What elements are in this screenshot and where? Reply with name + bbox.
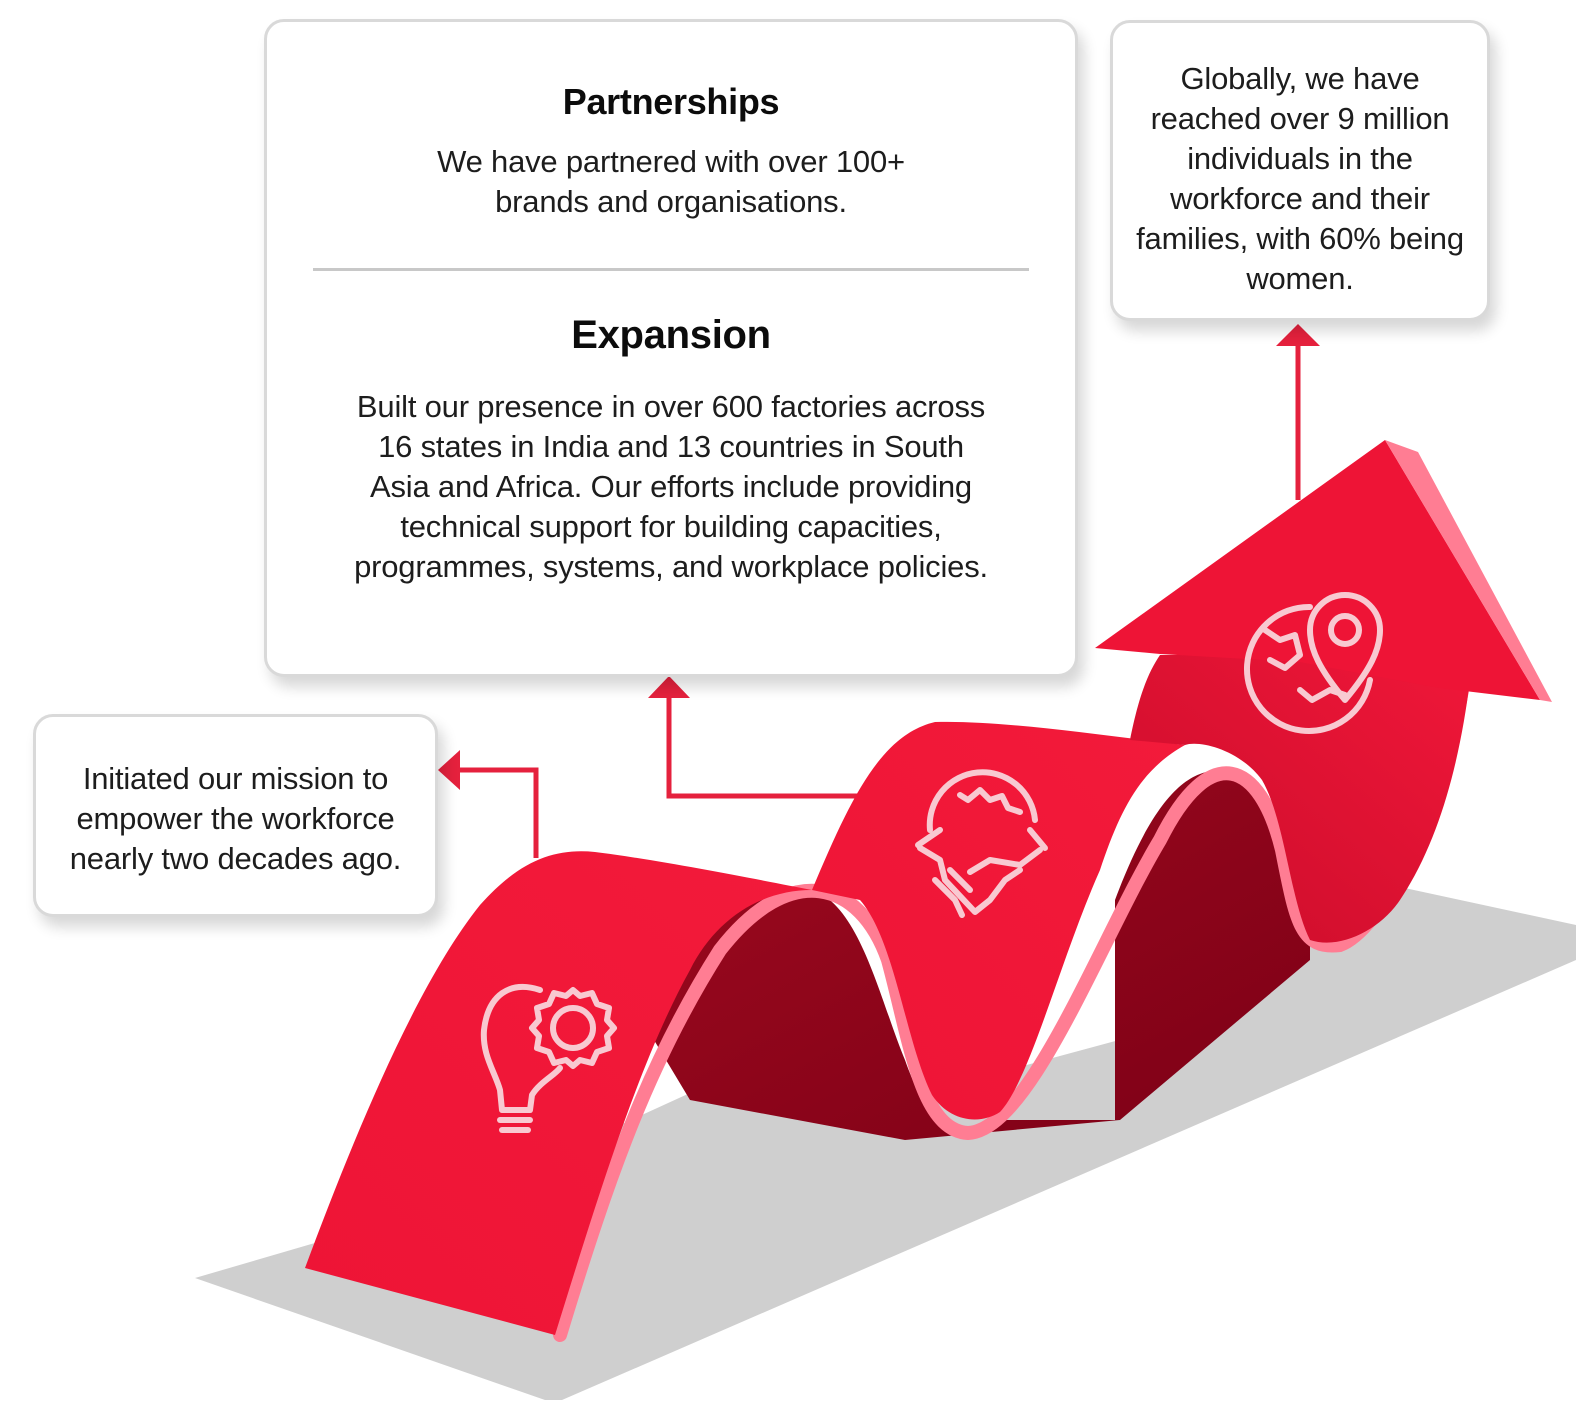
milestone-card-start: Initiated our mission to empower the wor… (33, 714, 438, 917)
milestone-card-partnerships-expansion: Partnerships We have partnered with over… (264, 19, 1078, 677)
connector-start (438, 750, 539, 858)
connector-reach (1276, 324, 1320, 500)
partnerships-heading: Partnerships (562, 81, 780, 122)
ribbon-edge (553, 683, 1469, 1342)
milestone-card-reach: Globally, we have reached over 9 million… (1110, 20, 1490, 321)
connector-expansion (648, 676, 890, 799)
handshake-gear-icon (915, 769, 1048, 918)
arrow-head-side (1385, 440, 1552, 702)
arrow-head (1095, 440, 1540, 700)
milestone-reach-text: Globally, we have reached over 9 million… (1136, 61, 1464, 296)
ribbon-segment-3 (1130, 655, 1470, 943)
expansion-heading: Expansion (571, 313, 771, 357)
ribbon-segment-2 (812, 721, 1185, 1120)
globe-location-icon (1243, 592, 1383, 734)
expansion-text: Built our presence in over 600 factories… (354, 389, 988, 584)
card-divider (313, 268, 1029, 271)
partnerships-text: We have partnered with over 100+ brands … (437, 144, 905, 219)
lightbulb-gear-icon (480, 983, 617, 1133)
ribbon-segment-1 (305, 851, 812, 1335)
milestone-start-text: Initiated our mission to empower the wor… (69, 761, 402, 876)
